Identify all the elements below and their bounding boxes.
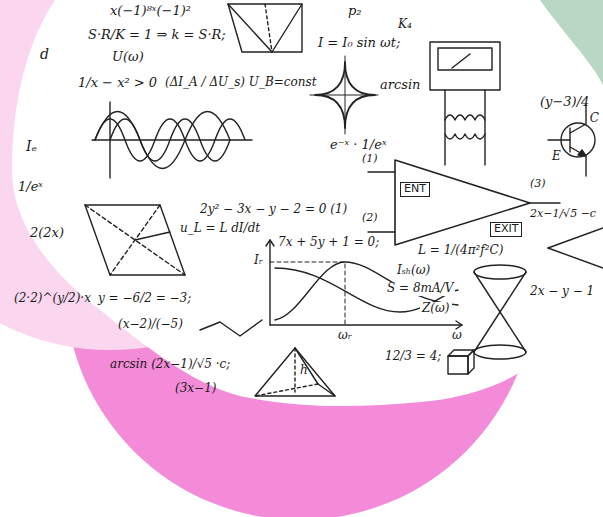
formula-label: (2)	[362, 212, 378, 225]
sine-waves	[92, 102, 252, 178]
formula-label: 2y² − 3x − y − 2 = 0 (1)	[200, 203, 347, 217]
formula-label: y = −6/2 = −3;	[98, 292, 191, 306]
formula-label: K₄	[398, 18, 412, 32]
formula-label: p₂	[348, 4, 362, 19]
formula-label: (x−2)/(−5)	[118, 318, 183, 332]
formula-label: (3x−1)	[175, 382, 216, 396]
formula-label: C	[590, 112, 599, 126]
formula-label: ωᵣ	[338, 329, 352, 343]
formula-label: EXIT	[490, 222, 522, 237]
formula-label: 2x−1/√5 −c	[530, 208, 596, 221]
formula-label: S·R/K = 1 ⇒ k = S·R;	[88, 28, 226, 43]
amplifier-symbol	[368, 160, 603, 268]
formula-label: (1)	[362, 153, 378, 166]
transistor-symbol	[548, 104, 595, 176]
formula-label: e⁻ˣ · 1/eˣ	[330, 138, 387, 153]
formula-label: E	[552, 150, 561, 164]
formula-label: ENT	[400, 182, 430, 197]
formula-label: 7x + 5y + 1 = 0;	[278, 236, 379, 250]
pyramid-sketch	[255, 348, 335, 396]
formula-label: I = I₀ sin ωt;	[318, 36, 400, 51]
formula-disc	[12, 0, 603, 406]
formula-label: (ΔI_A / ΔU_s) U_B=const	[165, 76, 317, 90]
formula-label: Z(ω)	[420, 302, 452, 316]
formula-label: Iᵣ	[254, 254, 263, 268]
formula-label: (2·2)^(y/2)·x	[14, 292, 91, 306]
formula-label: 1/x − x² > 0	[78, 76, 157, 91]
formula-label: 2(2x)	[30, 226, 64, 241]
double-cone	[474, 265, 526, 359]
formula-label: (3)	[530, 178, 546, 191]
formula-label: x(−1)⁸ˣ(−1)²	[110, 4, 191, 19]
formula-label: ω	[452, 329, 462, 343]
parallelogram-sketch	[85, 205, 185, 275]
formula-label: Iₑ	[26, 138, 37, 154]
formula-label: arcsin (2x−1)/√5 ·c;	[110, 358, 230, 372]
sketches	[85, 4, 603, 396]
astroid-curve	[310, 56, 378, 134]
formula-label: u_L = L dI/dt	[180, 222, 260, 236]
cube-sketch	[448, 350, 474, 374]
transformer-symbol	[430, 42, 500, 165]
formula-label: h	[300, 364, 308, 378]
formula-label: (y−3)/4	[540, 95, 589, 110]
formula-label: arcsin	[380, 78, 420, 93]
formula-label: 12/3 = 4;	[385, 350, 441, 364]
formula-label: Iₛₕ(ω)	[395, 264, 432, 278]
prism-sketch	[228, 4, 302, 52]
zigzag-line	[200, 320, 262, 336]
formula-label: d	[40, 46, 49, 62]
formula-label: U(ω)	[112, 50, 144, 65]
formula-label: 2x − y − 1	[530, 285, 594, 299]
formula-label: L = 1/(4π²f²C)	[418, 244, 503, 258]
formula-label: 1/eˣ	[18, 180, 43, 195]
formula-label: S = 8mA/V	[385, 282, 455, 296]
